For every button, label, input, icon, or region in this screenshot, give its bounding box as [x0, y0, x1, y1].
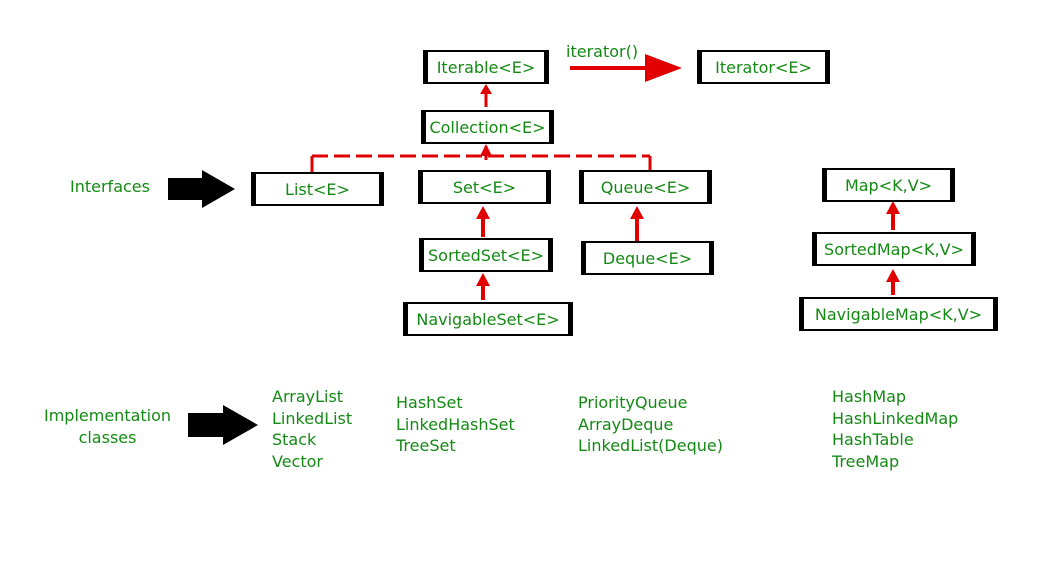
arrow-set-to-collection-head — [480, 144, 492, 156]
arrow-navigablemap-to-sortedmap — [886, 269, 900, 295]
node-collection: Collection<E> — [421, 110, 554, 144]
node-navigableset: NavigableSet<E> — [403, 302, 573, 336]
node-sortedmap: SortedMap<K,V> — [812, 232, 976, 266]
node-iterable: Iterable<E> — [423, 50, 549, 84]
set-implementations: HashSet LinkedHashSet TreeSet — [396, 392, 515, 457]
node-deque: Deque<E> — [581, 241, 714, 275]
node-queue: Queue<E> — [579, 170, 712, 204]
impl-vector: Vector — [272, 451, 323, 471]
iterator-method-label: iterator() — [566, 42, 639, 61]
interfaces-pointer-arrow — [168, 170, 235, 208]
impl-stack: Stack — [272, 430, 317, 449]
impl-linkedhashset: LinkedHashSet — [396, 414, 515, 434]
queue-implementations: PriorityQueue ArrayDeque LinkedList(Dequ… — [578, 392, 723, 457]
node-map: Map<K,V> — [822, 168, 955, 202]
arrow-sortedmap-to-map — [886, 201, 900, 230]
impl-hashlinkedmap: HashLinkedMap — [832, 408, 959, 428]
arrow-deque-to-queue — [630, 206, 644, 241]
node-navigablemap: NavigableMap<K,V> — [799, 297, 998, 331]
interfaces-label: Interfaces — [70, 177, 150, 196]
impl-arraydeque: ArrayDeque — [578, 414, 674, 434]
implementation-label-line-1: Implementation — [44, 406, 172, 425]
arrow-navigableset-to-sortedset — [476, 273, 490, 300]
node-iterator: Iterator<E> — [697, 50, 830, 84]
arrow-collection-to-iterable — [480, 84, 492, 107]
impl-linkedlist-deque: LinkedList(Deque) — [578, 436, 723, 455]
iterator-method-arrow — [570, 54, 682, 82]
implementation-pointer-arrow — [188, 405, 258, 445]
impl-treemap: TreeMap — [832, 451, 900, 471]
node-list: List<E> — [251, 172, 384, 206]
node-sortedset: SortedSet<E> — [419, 238, 553, 272]
impl-hashmap: HashMap — [832, 387, 907, 406]
implementation-label: Implementation classes — [44, 405, 171, 448]
node-set: Set<E> — [418, 170, 551, 204]
impl-priorityqueue: PriorityQueue — [578, 393, 688, 412]
implementation-label-line-2: classes — [78, 427, 137, 447]
arrow-sortedset-to-set — [476, 206, 490, 237]
dashed-connector-collection — [310, 146, 652, 172]
impl-treeset: TreeSet — [396, 436, 456, 455]
impl-linkedlist: LinkedList — [272, 408, 353, 428]
impl-hashtable: HashTable — [832, 430, 914, 449]
list-implementations: ArrayList LinkedList Stack Vector — [272, 386, 352, 472]
map-implementations: HashMap HashLinkedMap HashTable TreeMap — [832, 386, 958, 472]
impl-arraylist: ArrayList — [272, 387, 344, 406]
impl-hashset: HashSet — [396, 393, 463, 412]
